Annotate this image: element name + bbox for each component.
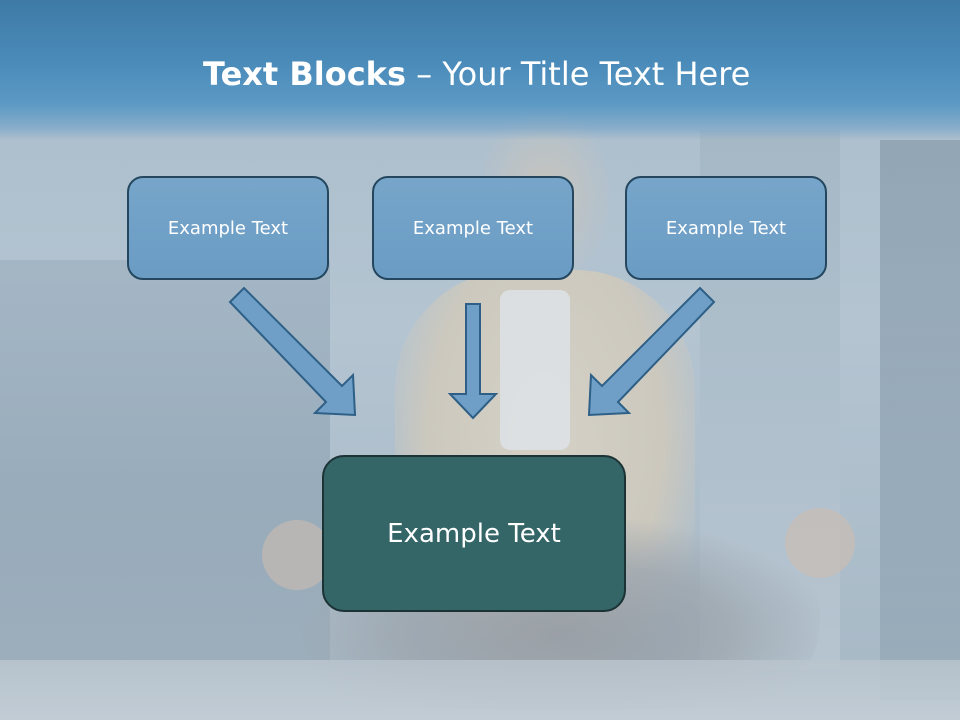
text-block-1-label: Example Text: [167, 217, 289, 239]
text-block-main[interactable]: Example Text: [322, 455, 626, 612]
title-banner: [0, 0, 960, 140]
background-building-edge: [880, 140, 960, 700]
slide-title[interactable]: Text Blocks – Your Title Text Here: [203, 55, 750, 93]
down-arrow-icon: [447, 303, 499, 420]
title-bold: Text Blocks: [203, 55, 406, 93]
text-block-1[interactable]: Example Text: [127, 176, 329, 280]
background-hand-left: [262, 520, 332, 590]
background-person-shirt: [500, 290, 570, 450]
background-hand-right: [785, 508, 855, 578]
down-left-arrow-icon: [587, 286, 716, 417]
text-block-3-label: Example Text: [665, 217, 787, 239]
title-rest: – Your Title Text Here: [406, 55, 751, 93]
background-floor: [0, 660, 960, 720]
down-right-arrow-icon: [228, 286, 357, 417]
text-block-2[interactable]: Example Text: [372, 176, 574, 280]
text-block-main-label: Example Text: [387, 518, 561, 549]
text-block-2-label: Example Text: [412, 217, 534, 239]
text-block-3[interactable]: Example Text: [625, 176, 827, 280]
